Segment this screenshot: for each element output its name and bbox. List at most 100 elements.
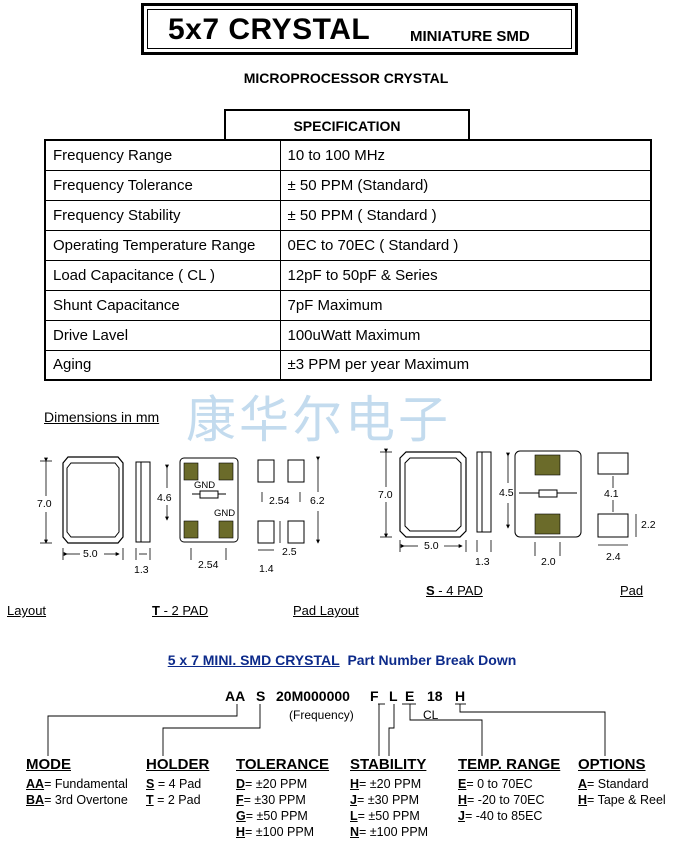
stability-option-desc: = ±20 PPM [359, 777, 422, 791]
s-padbox-height2-label: 2.2 [641, 519, 656, 531]
t-pad-bl [183, 520, 199, 539]
t-pad-box-3 [257, 520, 275, 544]
t-pad-letter: T [152, 603, 160, 618]
t-height-label: 7.0 [37, 498, 52, 510]
spec-key: Drive Lavel [44, 319, 281, 351]
pn-code-options: H [455, 688, 466, 704]
s-pad-box-2 [597, 513, 629, 538]
options-option: H= Tape & Reel [578, 792, 666, 808]
holder-option-code: T [146, 793, 154, 807]
t-padbox-height-label: 6.2 [310, 495, 325, 507]
spec-key: Frequency Tolerance [44, 169, 281, 201]
stability-option-desc: = ±100 PPM [359, 825, 429, 839]
s-padbox-height1-label: 4.1 [604, 488, 619, 500]
spec-value: 7pF Maximum [279, 289, 652, 321]
t-package-inner [66, 462, 120, 538]
s-pad-layout [514, 450, 582, 538]
options-option: A= Standard [578, 776, 666, 792]
t-pad-label: T - 2 PAD [152, 603, 208, 618]
stability-option: J= ±30 PPM [350, 792, 428, 808]
holder-option: S = 4 Pad [146, 776, 201, 792]
s-package-inner [404, 457, 462, 532]
pad-label: Pad [620, 583, 644, 598]
temp-option-code: J [458, 809, 465, 823]
temp-option: H= -20 to 70EC [458, 792, 545, 808]
stability-option-code: L [350, 809, 358, 823]
spec-value: ± 50 PPM ( Standard ) [279, 199, 652, 231]
t-pad-layout [179, 457, 239, 543]
spec-key: Shunt Capacitance [44, 289, 281, 321]
t-padbox-width-label: 2.54 [269, 495, 290, 507]
pn-code-tolerance: F [370, 688, 379, 704]
t-pad-width-label: 2.54 [198, 559, 219, 571]
s-package-body [399, 451, 467, 538]
s-pad-label: S - 4 PAD [426, 583, 483, 598]
spec-row: Frequency Tolerance± 50 PPM (Standard) [44, 169, 652, 201]
stability-option: N= ±100 PPM [350, 824, 428, 840]
tolerance-option: G= ±50 PPM [236, 808, 314, 824]
gnd-label-2: GND [214, 508, 236, 519]
spec-key: Load Capacitance ( CL ) [44, 259, 281, 291]
s-pad-top [534, 454, 561, 476]
s-side-view [476, 451, 492, 533]
t-pad-tr [218, 462, 234, 481]
s-pad-width-label: 2.0 [541, 556, 556, 568]
spec-value: 12pF to 50pF & Series [279, 259, 652, 291]
tolerance-option-code: H [236, 825, 246, 839]
spec-header: SPECIFICATION [224, 109, 470, 140]
s-pad-box-1 [597, 452, 629, 475]
temp-option-desc: = -40 to 85EC [464, 809, 543, 823]
title-box: 5x7 CRYSTAL MINIATURE SMD [141, 3, 578, 55]
stability-option: H= ±20 PPM [350, 776, 428, 792]
tolerance-title: TOLERANCE [236, 756, 330, 773]
mode-option-code: BA [26, 793, 45, 807]
mode-title: MODE [26, 756, 71, 773]
holder-option: T = 2 Pad [146, 792, 201, 808]
options-option-desc: = Tape & Reel [587, 793, 666, 807]
part-number-title-main: 5 x 7 MINI. SMD CRYSTAL [167, 652, 340, 668]
stability-option-code: H [350, 777, 360, 791]
t-pad-tl [183, 462, 199, 481]
t-pad-box-1 [257, 459, 275, 483]
mode-option: BA= 3rd Overtone [26, 792, 128, 808]
layout-label: Layout [7, 603, 47, 618]
pn-code-holder: S [256, 688, 266, 704]
spec-key: Aging [44, 349, 281, 381]
holder-title: HOLDER [146, 756, 210, 773]
mode-option-desc: = 3rd Overtone [44, 793, 128, 807]
part-number-title-rest: Part Number Break Down [347, 652, 517, 668]
s-thickness-label: 1.3 [475, 556, 490, 568]
temp-option-desc: = 0 to 70EC [466, 777, 533, 791]
spec-value: 0EC to 70EC ( Standard ) [279, 229, 652, 261]
temp-option-code: E [458, 777, 467, 791]
temp-option-code: H [458, 793, 468, 807]
options-option-code: H [578, 793, 588, 807]
dimensions-label: Dimensions in mm [44, 409, 160, 425]
stability-option-desc: = ±30 PPM [356, 793, 420, 807]
t-side-view [135, 461, 151, 543]
pn-code-load: 18 [427, 688, 443, 704]
frequency-note: (Frequency) [289, 708, 354, 722]
s-height-label: 7.0 [378, 489, 393, 501]
spec-value: ±3 PPM per year Maximum [279, 349, 652, 381]
mode-option: AA= Fundamental [26, 776, 128, 792]
stability-option-code: J [350, 793, 357, 807]
t-pad-distance-label: 4.6 [157, 492, 172, 504]
tolerance-option: H= ±100 PPM [236, 824, 314, 840]
options-option-desc: = Standard [587, 777, 649, 791]
tolerance-option-desc: = ±20 PPM [245, 777, 308, 791]
s-pad-bottom [534, 513, 561, 535]
watermark: 康华尔电子 [186, 391, 451, 449]
temp-option-desc: = -20 to 70EC [467, 793, 545, 807]
spec-value: 10 to 100 MHz [279, 139, 652, 171]
spec-value: ± 50 PPM (Standard) [279, 169, 652, 201]
t-pad-box-4 [287, 520, 305, 544]
